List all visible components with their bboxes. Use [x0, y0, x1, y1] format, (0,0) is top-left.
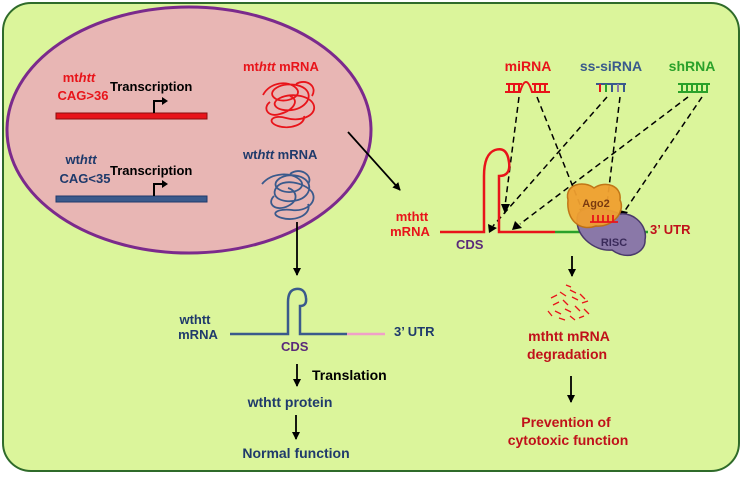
prevention-label-line1: Prevention of: [521, 414, 611, 430]
wildtype-mrna-squiggle: [261, 170, 315, 220]
mutant-target-utr-label: 3’ UTR: [650, 222, 691, 237]
risc-label: RISC: [601, 237, 627, 249]
nucleus-ellipse: [5, 5, 373, 255]
wildtype-transcription-arrow: [153, 183, 163, 196]
prevention-label-line2: cytotoxic function: [508, 432, 629, 448]
ss-sirna-icon: [596, 83, 626, 92]
degraded-mrna-fragments-icon: [547, 284, 590, 321]
wildtype-transcription-label: Transcription: [110, 163, 192, 178]
ss-sirna-label: ss-siRNA: [580, 58, 642, 74]
wildtype-path-mrna-line2: mRNA: [178, 327, 218, 342]
mutant-target-cds-label: CDS: [456, 237, 484, 252]
mutant-mrna-squiggle: [262, 81, 315, 129]
wildtype-gene-label: wthtt: [64, 152, 97, 167]
mutant-gene-bar: [55, 112, 208, 120]
wildtype-path-mrna-strand: [230, 287, 347, 336]
mirna-label: miRNA: [505, 58, 552, 74]
mutant-transcription-arrow: [153, 100, 163, 113]
wildtype-gene-bar: [55, 195, 208, 203]
wildtype-path-utr-label: 3’ UTR: [394, 324, 435, 339]
mirna-icon: [505, 80, 550, 93]
wildtype-mrna-label: wthtt mRNA: [242, 147, 318, 162]
translation-label: Translation: [312, 367, 387, 383]
shrna-icon: [678, 83, 710, 93]
wildtype-protein-label: wthtt protein: [247, 394, 333, 410]
wildtype-path-cds-label: CDS: [281, 339, 309, 354]
mutant-target-mrna-line2: mRNA: [390, 224, 430, 239]
degradation-label-line1: mthtt mRNA: [528, 328, 610, 344]
bound-guide-strand-icon: [590, 215, 618, 223]
ago2-label: Ago2: [582, 198, 610, 210]
mutant-mrna-label: mthtt mRNA: [243, 59, 319, 74]
mutant-transcription-label: Transcription: [110, 79, 192, 94]
arrow-mutant-to-target: [347, 131, 401, 191]
shrna-label: shRNA: [669, 58, 716, 74]
wildtype-path-mrna-line1: wthtt: [178, 312, 211, 327]
mutant-cag-label: CAG>36: [58, 88, 109, 103]
mutant-gene-label: mthtt: [63, 70, 96, 85]
mutant-target-mrna-strand: [440, 148, 555, 234]
normal-function-label: Normal function: [242, 445, 349, 461]
wildtype-cag-label: CAG<35: [60, 171, 111, 186]
degradation-label-line2: degradation: [527, 346, 607, 362]
mutant-target-mrna-line1: mthtt: [396, 209, 429, 224]
